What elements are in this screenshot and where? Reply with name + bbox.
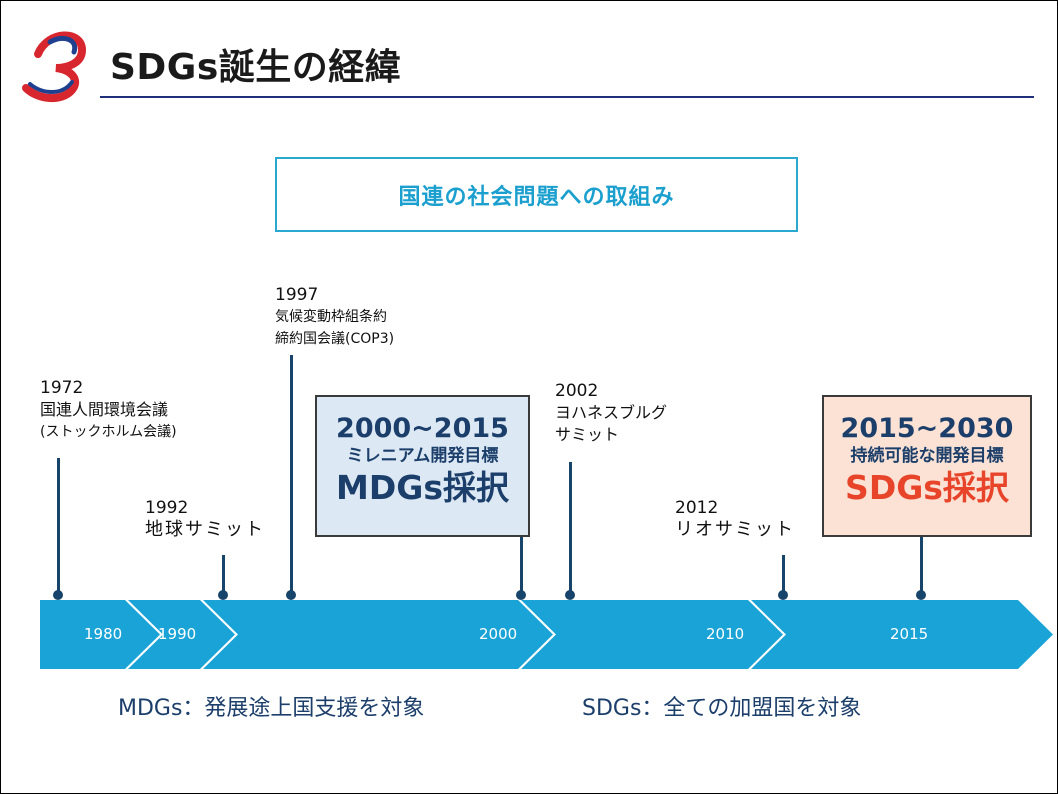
event-title: ヨハネスブルグ xyxy=(555,403,668,422)
event-subtitle: 締約国会議(COP3) xyxy=(275,331,395,347)
event-year: 2002 xyxy=(555,381,599,401)
event-connector xyxy=(569,462,572,595)
logo-icon xyxy=(22,31,87,102)
timeline-segment-2010 xyxy=(521,600,783,669)
event-marker xyxy=(218,590,228,600)
mdgs-years: 2000~2015 xyxy=(336,413,509,444)
mdgs-adoption-box: 2000~2015 ミレニアム開発目標 MDGs採択 xyxy=(315,395,530,537)
event-marker xyxy=(565,590,575,600)
mdgs-connector xyxy=(520,537,523,595)
event-connector xyxy=(782,555,785,595)
event-title: 地球サミット xyxy=(145,519,265,540)
page-title: SDGs誕生の経緯 xyxy=(110,47,402,88)
event-marker xyxy=(286,590,296,600)
event-1997: 1997 気候変動枠組条約 締約国会議(COP3) xyxy=(275,284,394,350)
event-subtitle: (ストックホルム会議) xyxy=(40,424,177,440)
event-connector xyxy=(57,458,60,595)
sdgs-marker xyxy=(916,590,926,600)
timeline-segment-2015 xyxy=(751,600,1053,669)
event-2012: 2012 リオサミット xyxy=(675,497,795,541)
sdgs-main: SDGs採択 xyxy=(845,468,1009,507)
event-year: 2012 xyxy=(675,498,719,518)
mdgs-marker xyxy=(516,590,526,600)
un-initiatives-box: 国連の社会問題への取組み xyxy=(275,157,798,232)
mdgs-subtitle: ミレニアム開発目標 xyxy=(346,446,499,466)
event-2002: 2002 ヨハネスブルグ サミット xyxy=(555,380,667,446)
timeline-label: 1990 xyxy=(158,625,197,643)
sdgs-subtitle: 持続可能な開発目標 xyxy=(850,446,1004,466)
event-title: 国連人間環境会議 xyxy=(40,400,169,419)
event-subtitle: サミット xyxy=(555,425,620,444)
timeline-label: 2015 xyxy=(890,625,929,643)
event-year: 1972 xyxy=(40,378,84,398)
timeline-segment-2000 xyxy=(203,600,553,669)
timeline-label: 2010 xyxy=(706,625,745,643)
event-year: 1992 xyxy=(145,498,189,518)
event-marker xyxy=(53,590,63,600)
mdgs-main: MDGs採択 xyxy=(336,468,509,507)
sdgs-adoption-box: 2015~2030 持続可能な開発目標 SDGs採択 xyxy=(822,395,1032,537)
event-connector xyxy=(222,555,225,595)
sdgs-target-note: SDGs：全ての加盟国を対象 xyxy=(582,696,862,721)
title-divider xyxy=(100,96,1034,98)
event-1992: 1992 地球サミット xyxy=(145,497,265,541)
timeline-arrow xyxy=(40,600,1053,669)
event-year: 1997 xyxy=(275,285,319,305)
sdgs-connector xyxy=(920,537,923,595)
event-connector xyxy=(290,355,293,595)
timeline-segment-1980 xyxy=(40,600,160,669)
event-marker xyxy=(778,590,788,600)
timeline-label: 2000 xyxy=(479,625,518,643)
event-title: リオサミット xyxy=(675,519,795,540)
timeline-segment-1990 xyxy=(128,600,235,669)
mdgs-target-note: MDGs：発展途上国支援を対象 xyxy=(118,696,425,721)
event-1972: 1972 国連人間環境会議 (ストックホルム会議) xyxy=(40,377,177,443)
event-title: 気候変動枠組条約 xyxy=(275,309,387,325)
timeline-label: 1980 xyxy=(84,625,123,643)
sdgs-years: 2015~2030 xyxy=(840,413,1014,444)
